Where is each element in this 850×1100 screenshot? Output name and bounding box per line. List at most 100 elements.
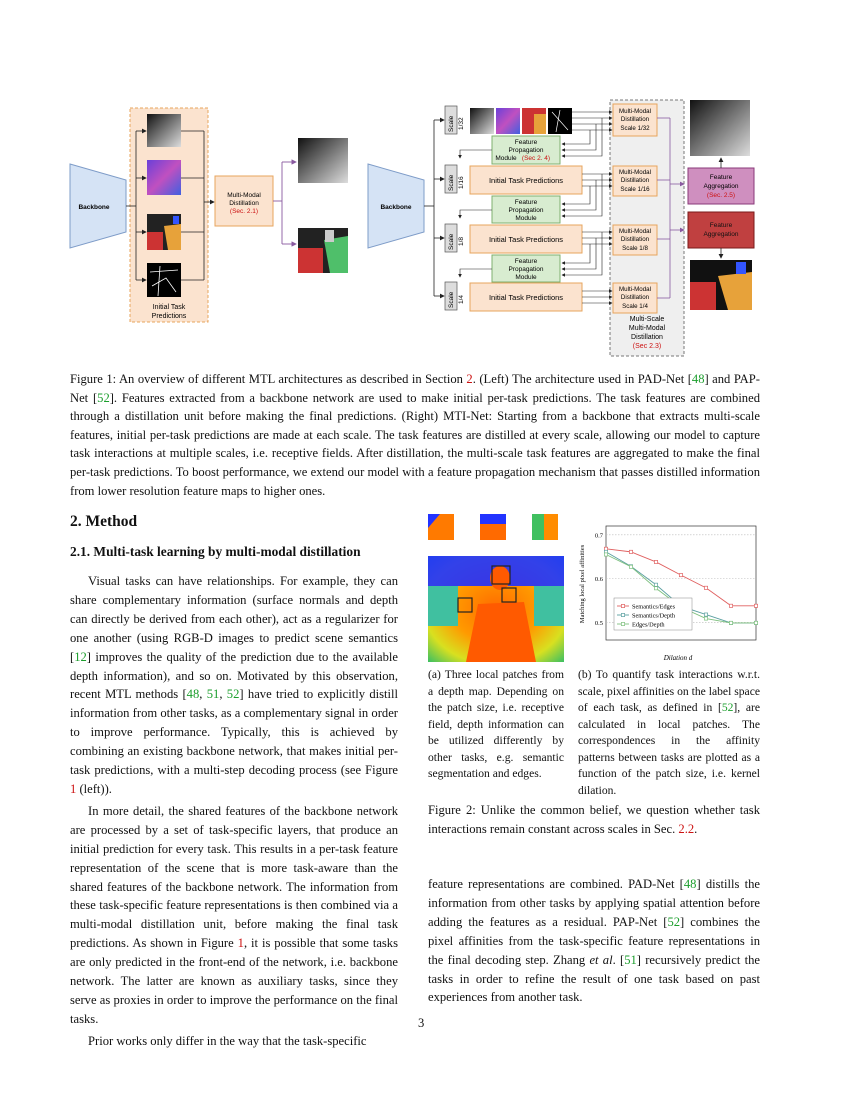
svg-text:Feature: Feature bbox=[710, 222, 733, 229]
svg-text:Multi-Modal: Multi-Modal bbox=[619, 228, 651, 235]
svg-text:Distillation: Distillation bbox=[621, 236, 650, 243]
citation-52[interactable]: 52 bbox=[667, 914, 681, 929]
svg-text:Multi-Modal: Multi-Modal bbox=[629, 325, 666, 332]
svg-text:Propagation: Propagation bbox=[508, 207, 543, 214]
citation-52[interactable]: 52 bbox=[97, 390, 110, 405]
feature-propagation-module-1: Feature Propagation Module (Sec 2. 4) bbox=[491, 135, 561, 165]
svg-text:Initial Task Predictions: Initial Task Predictions bbox=[489, 235, 563, 244]
mti-final-depth-thumb bbox=[690, 100, 750, 156]
right-backbone: Backbone bbox=[367, 163, 425, 249]
paragraph-1: Visual tasks can have relationships. For… bbox=[70, 574, 399, 796]
scale-label-1-16: Scale 1/16 bbox=[444, 164, 465, 194]
patch-large bbox=[532, 514, 558, 540]
caption-text: . (Left) The architecture used in PAD-Ne… bbox=[472, 372, 692, 386]
svg-text:Multi-Modal: Multi-Modal bbox=[227, 192, 261, 199]
patch-box-shoulder bbox=[501, 587, 517, 603]
final-semseg-thumb bbox=[298, 228, 348, 273]
figure-2b-affinity-chart: Matching local pixel affinities Dilation… bbox=[579, 525, 758, 662]
feature-aggregation-box-2: Feature Aggregation bbox=[687, 211, 755, 249]
pred-normals-thumb bbox=[147, 160, 181, 195]
chart-legend-marker bbox=[621, 622, 625, 626]
svg-text:Module: Module bbox=[515, 274, 537, 281]
section-title: 2. Method bbox=[70, 513, 138, 530]
right-column-body: feature representations are combined. PA… bbox=[428, 875, 760, 1007]
left-column-body: Visual tasks can have relationships. For… bbox=[70, 572, 398, 1051]
svg-text:Feature: Feature bbox=[710, 174, 733, 181]
svg-text:1/4: 1/4 bbox=[458, 295, 465, 304]
citation-48[interactable]: 48 bbox=[186, 687, 200, 702]
patch-box-arm bbox=[457, 597, 473, 613]
citation-48[interactable]: 48 bbox=[683, 877, 697, 891]
svg-text:Aggregation: Aggregation bbox=[703, 183, 738, 190]
ref-section-2-2[interactable]: 2.2 bbox=[678, 821, 695, 836]
caption-text: Figure 1: An overview of different MTL a… bbox=[70, 372, 467, 386]
scale-1-32-prediction-thumbs bbox=[470, 108, 572, 134]
ref-section-2[interactable]: 2 bbox=[466, 372, 473, 386]
svg-text:Scale 1/32: Scale 1/32 bbox=[620, 125, 650, 132]
svg-text:Distillation: Distillation bbox=[229, 200, 259, 207]
final-depth-thumb bbox=[298, 138, 348, 183]
depth-map bbox=[428, 556, 564, 662]
mti-final-semseg-thumb bbox=[690, 260, 752, 310]
svg-text:1/16: 1/16 bbox=[458, 176, 465, 189]
chart-data-point bbox=[654, 586, 658, 591]
caption-text: ] and PAP-Net [ bbox=[70, 372, 760, 405]
svg-text:Scale 1/4: Scale 1/4 bbox=[622, 303, 648, 310]
chart-frame bbox=[605, 525, 757, 641]
chart-data-point bbox=[729, 603, 733, 608]
chart-data-point bbox=[654, 582, 658, 587]
citation-48[interactable]: 48 bbox=[691, 372, 705, 386]
svg-text:Propagation: Propagation bbox=[508, 266, 543, 273]
svg-text:Multi-Scale: Multi-Scale bbox=[630, 316, 665, 323]
feature-aggregation-box-1: Feature Aggregation (Sec. 2.5) bbox=[687, 167, 755, 205]
citation-51[interactable]: 51 bbox=[206, 687, 220, 702]
chart-data-point bbox=[654, 560, 658, 564]
patch-box-head bbox=[491, 565, 511, 585]
svg-text:Initial Task: Initial Task bbox=[153, 304, 186, 311]
ref-figure-1[interactable]: 1 bbox=[70, 781, 77, 796]
chart-legend-box bbox=[613, 597, 693, 631]
svg-text:Aggregation: Aggregation bbox=[703, 231, 738, 238]
chart-data-point bbox=[629, 564, 633, 569]
citation-52[interactable]: 52 bbox=[226, 687, 240, 702]
paragraph-right: feature representations are combined. PA… bbox=[428, 877, 760, 1005]
feature-propagation-module-2: Feature Propagation Module bbox=[491, 195, 561, 224]
svg-text:Distillation: Distillation bbox=[621, 294, 650, 301]
chart-legend-marker bbox=[621, 604, 625, 608]
scale-label-1-4: Scale 1/4 bbox=[444, 281, 465, 311]
citation-12[interactable]: 12 bbox=[74, 649, 87, 664]
svg-text:Scale: Scale bbox=[448, 174, 455, 191]
svg-text:Scale: Scale bbox=[448, 233, 455, 250]
figure-2a-depth-patches bbox=[428, 514, 564, 662]
svg-text:Distillation: Distillation bbox=[621, 116, 650, 123]
chart-x-axis-label: Dilation d bbox=[663, 654, 693, 662]
left-backbone: Backbone bbox=[69, 163, 127, 249]
citation-52[interactable]: 52 bbox=[721, 701, 734, 714]
ref-figure-1[interactable]: 1 bbox=[237, 936, 244, 951]
md-box-1-16: Multi-Modal Distillation Scale 1/16 bbox=[612, 165, 658, 197]
initial-predictions-1-16: Initial Task Predictions bbox=[469, 165, 583, 195]
pred-semseg-thumb bbox=[147, 214, 181, 250]
svg-text:(Sec. 2.1): (Sec. 2.1) bbox=[230, 208, 258, 215]
md-box-1-4: Multi-Modal Distillation Scale 1/4 bbox=[612, 282, 658, 314]
svg-text:Scale: Scale bbox=[448, 115, 455, 132]
figure-2b-subcaption: (b) To quantify task interactions w.r.t.… bbox=[578, 668, 760, 797]
chart-data-point bbox=[754, 620, 758, 625]
svg-text:Module: Module bbox=[515, 215, 537, 222]
paragraph-3: Prior works only differ in the way that … bbox=[88, 1033, 367, 1048]
chart-legend-marker bbox=[621, 613, 625, 617]
chart-series-line bbox=[605, 548, 756, 607]
chart-legend-label: Semantics/Edges bbox=[632, 603, 676, 610]
figure-2a-subcaption: (a) Three local patches from a depth map… bbox=[428, 668, 564, 780]
chart-data-point bbox=[729, 620, 733, 625]
chart-y-tick-label: 0.5 bbox=[595, 620, 603, 627]
chart-y-tick-label: 0.7 bbox=[595, 532, 604, 539]
md-box-1-32: Multi-Modal Distillation Scale 1/32 bbox=[612, 103, 658, 137]
caption-text: ]. Features extracted from a backbone ne… bbox=[70, 390, 760, 498]
svg-text:Predictions: Predictions bbox=[152, 313, 187, 320]
svg-text:(Sec 2. 4): (Sec 2. 4) bbox=[522, 155, 550, 162]
svg-text:Initial Task Predictions: Initial Task Predictions bbox=[489, 176, 563, 185]
citation-51[interactable]: 51 bbox=[624, 952, 637, 967]
svg-text:Scale 1/8: Scale 1/8 bbox=[622, 245, 648, 252]
md-box-1-8: Multi-Modal Distillation Scale 1/8 bbox=[612, 224, 658, 256]
